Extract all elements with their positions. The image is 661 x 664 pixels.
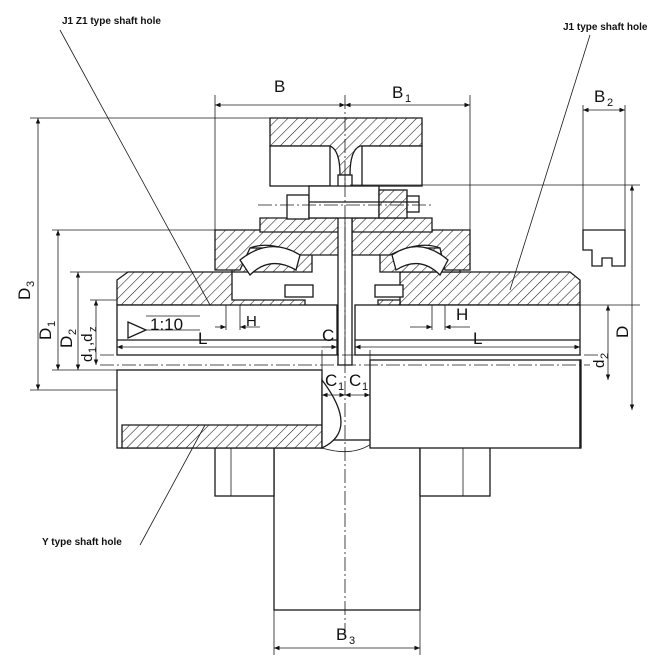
dim-d1-sub: 1 [46, 321, 58, 327]
dim-d2-right: d 2 [591, 353, 611, 368]
dim-d2r-sub: 2 [599, 353, 611, 359]
dim-d2r-main: d [591, 360, 608, 368]
left-lower-hub [116, 359, 406, 453]
outer-sleeves [214, 229, 471, 277]
dim-b: B [274, 77, 285, 96]
dim-b2-sub: 2 [607, 97, 613, 109]
dim-c1-left: C 1 [325, 371, 344, 393]
dim-c1l-sub: 1 [338, 381, 344, 393]
dim-h-left: H [246, 313, 257, 330]
dim-d3-main: D [15, 288, 34, 300]
dim-b1-main: B [392, 83, 403, 102]
dim-d1-dz: d 1 ,d z [79, 327, 99, 363]
dim-d2-main: D [57, 336, 76, 348]
right-lower-hub [369, 359, 582, 449]
dim-l-right: L [473, 329, 482, 348]
dim-d1dz-sub2: z [87, 327, 99, 333]
dim-b3-sub: 3 [349, 635, 355, 647]
dim-d1: D 1 [36, 321, 58, 340]
dim-d-right: D [613, 326, 632, 338]
dim-b3: B 3 [336, 625, 355, 647]
taper-label: 1:10 [150, 315, 183, 334]
taper-mark [127, 315, 200, 340]
dim-d-main: D [613, 326, 632, 338]
dim-b3-main: B [336, 625, 347, 644]
dim-d2-sub: 2 [67, 329, 79, 335]
dim-b1: B 1 [392, 83, 411, 105]
side-profile [582, 105, 626, 267]
pins [284, 284, 404, 298]
dim-d3: D 3 [15, 281, 37, 300]
dim-d1dz-sub1: 1 [87, 347, 99, 353]
dim-h-right: H [456, 305, 468, 324]
leader-lines [59, 29, 591, 546]
dim-d3-sub: 3 [25, 281, 37, 287]
dim-d1dz-main: d [79, 354, 96, 362]
callout-y: Y type shaft hole [42, 537, 122, 548]
center-disc [259, 117, 433, 366]
dim-d1-main: D [36, 328, 55, 340]
dim-d2: D 2 [57, 329, 79, 348]
dim-d1dz-mid: ,d [79, 333, 96, 346]
dim-b2: B 2 [594, 87, 613, 109]
dim-l-left: L [198, 329, 207, 348]
dim-c1l-main: C [325, 371, 337, 390]
bolt [286, 185, 420, 220]
dim-c: C [322, 326, 334, 345]
dim-c1r-sub: 1 [362, 381, 368, 393]
center-lines [100, 95, 600, 640]
dimension-lines [35, 102, 635, 651]
dim-c1-right: C 1 [349, 371, 368, 393]
dim-c1r-main: C [349, 371, 361, 390]
extension-lines [30, 95, 640, 655]
callout-j1z1: J1 Z1 type shaft hole [62, 16, 161, 27]
dim-b2-main: B [594, 87, 605, 106]
dim-b1-sub: 1 [405, 93, 411, 105]
callout-j1: J1 type shaft hole [563, 22, 648, 33]
